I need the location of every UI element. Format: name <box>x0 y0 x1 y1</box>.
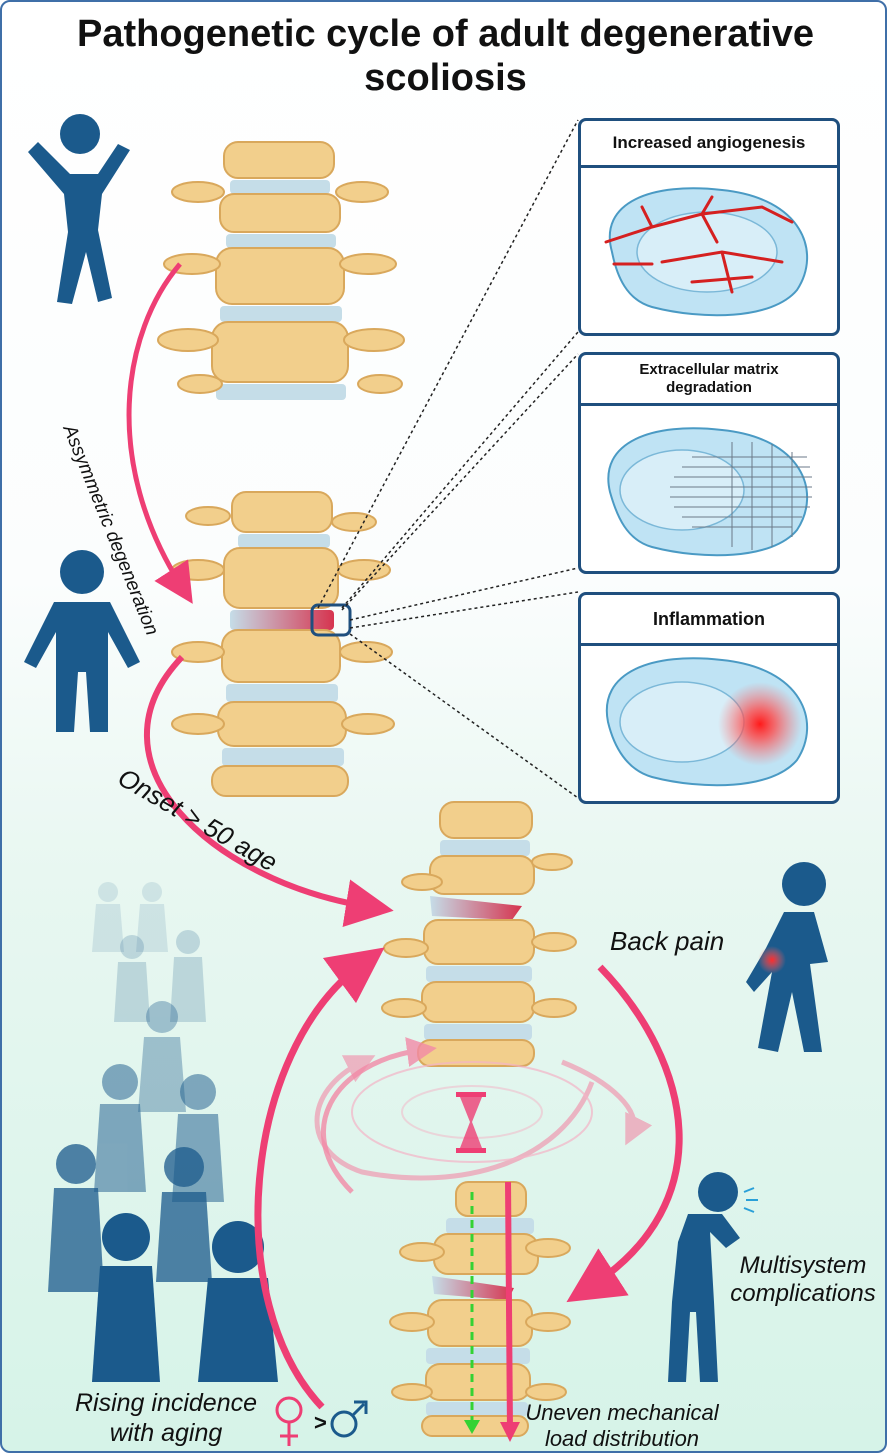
arrow-asymmetric <box>129 264 182 587</box>
panel-ecm-title: Extracellular matrix degradation <box>581 355 837 406</box>
panel-inflammation-title: Inflammation <box>581 595 837 646</box>
label-uneven-line-2: load distribution <box>502 1426 742 1452</box>
zoom-lines <box>318 120 578 798</box>
person-jumping-icon <box>28 114 130 304</box>
panel-inflammation: Inflammation <box>578 592 840 804</box>
spine-healthy <box>158 142 404 400</box>
label-multisystem-line-2: complications <box>728 1280 878 1308</box>
panel-ecm: Extracellular matrix degradation <box>578 352 840 574</box>
label-uneven-line-1: Uneven mechanical <box>502 1400 742 1426</box>
label-back-pain: Back pain <box>610 926 724 957</box>
panel-ecm-title-line-1: Extracellular matrix <box>639 361 778 379</box>
male-symbol-icon <box>332 1402 366 1436</box>
label-multisystem-line-1: Multisystem <box>728 1252 878 1280</box>
label-multisystem: Multisystem complications <box>728 1252 878 1308</box>
label-rising-incidence: Rising incidence with aging <box>56 1388 276 1448</box>
label-rising-line-2: with aging <box>56 1418 276 1448</box>
spine-scoliotic-upper <box>382 802 576 1066</box>
hourglass-icon <box>456 1092 486 1153</box>
label-uneven-load: Uneven mechanical load distribution <box>502 1400 742 1452</box>
panel-angiogenesis: Increased angiogenesis <box>578 118 840 336</box>
panel-ecm-title-line-2: degradation <box>666 379 752 397</box>
label-greater-than: > <box>314 1410 327 1436</box>
female-symbol-icon <box>277 1398 301 1446</box>
elderly-crowd <box>48 882 278 1382</box>
cycle-arrows <box>317 1050 634 1192</box>
spine-degenerating <box>172 492 394 796</box>
person-back-pain-icon <box>746 862 828 1052</box>
panel-angiogenesis-title: Increased angiogenesis <box>581 121 837 168</box>
label-rising-line-1: Rising incidence <box>56 1388 276 1418</box>
